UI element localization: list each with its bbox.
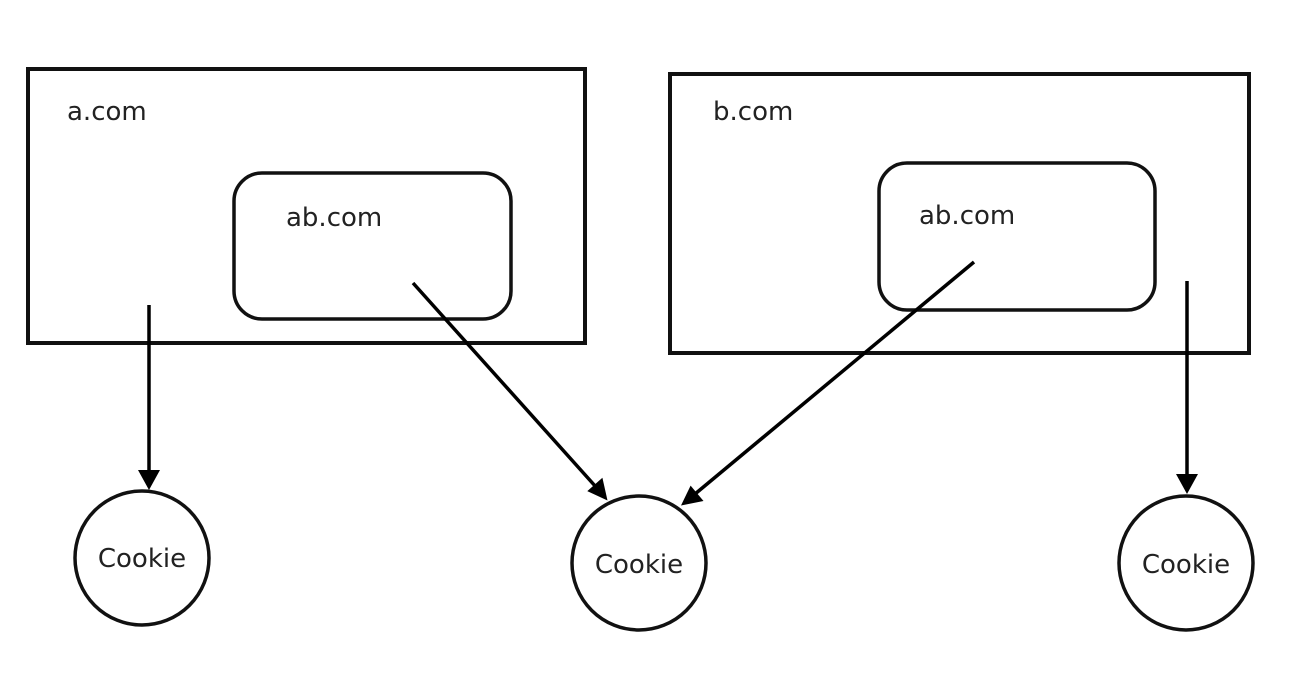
subdomain-b-label: ab.com: [919, 201, 1015, 231]
arrow-b-to-cookie-right-head: [1176, 474, 1198, 494]
arrow-subdomain-a-to-cookie-center-line: [411, 281, 598, 489]
domain-a-frame: [26, 67, 587, 345]
cookie-right-circle: [1117, 494, 1255, 632]
subdomain-b-frame: [877, 161, 1157, 312]
arrow-a-to-cookie-left-head: [138, 470, 160, 490]
domain-a-box: a.com: [26, 67, 587, 345]
domain-b-frame: [668, 72, 1251, 355]
arrow-b-to-cookie-right: [1176, 281, 1198, 494]
domain-b-box: b.com: [668, 72, 1251, 355]
cookie-center: Cookie: [570, 494, 708, 632]
subdomain-a-label: ab.com: [286, 203, 382, 233]
domain-a-label: a.com: [67, 97, 147, 127]
cookie-left-label: Cookie: [98, 544, 186, 574]
domain-b-label: b.com: [713, 97, 793, 127]
arrow-subdomain-b-to-cookie-center-line: [693, 260, 976, 496]
arrow-subdomain-b-to-cookie-center: [681, 260, 976, 506]
subdomain-b-box: ab.com: [877, 161, 1157, 312]
arrow-subdomain-a-to-cookie-center-head: [587, 477, 608, 501]
cookie-right-label: Cookie: [1142, 550, 1230, 580]
arrow-a-to-cookie-left: [138, 305, 160, 490]
subdomain-a-frame: [232, 171, 513, 321]
cookie-center-label: Cookie: [595, 550, 683, 580]
cookie-right: Cookie: [1117, 494, 1255, 632]
arrow-subdomain-a-to-cookie-center: [411, 281, 608, 501]
cookie-center-circle: [570, 494, 708, 632]
cookie-left: Cookie: [73, 489, 211, 627]
subdomain-a-box: ab.com: [232, 171, 513, 321]
cookie-left-circle: [73, 489, 211, 627]
arrow-subdomain-b-to-cookie-center-head: [681, 485, 704, 506]
